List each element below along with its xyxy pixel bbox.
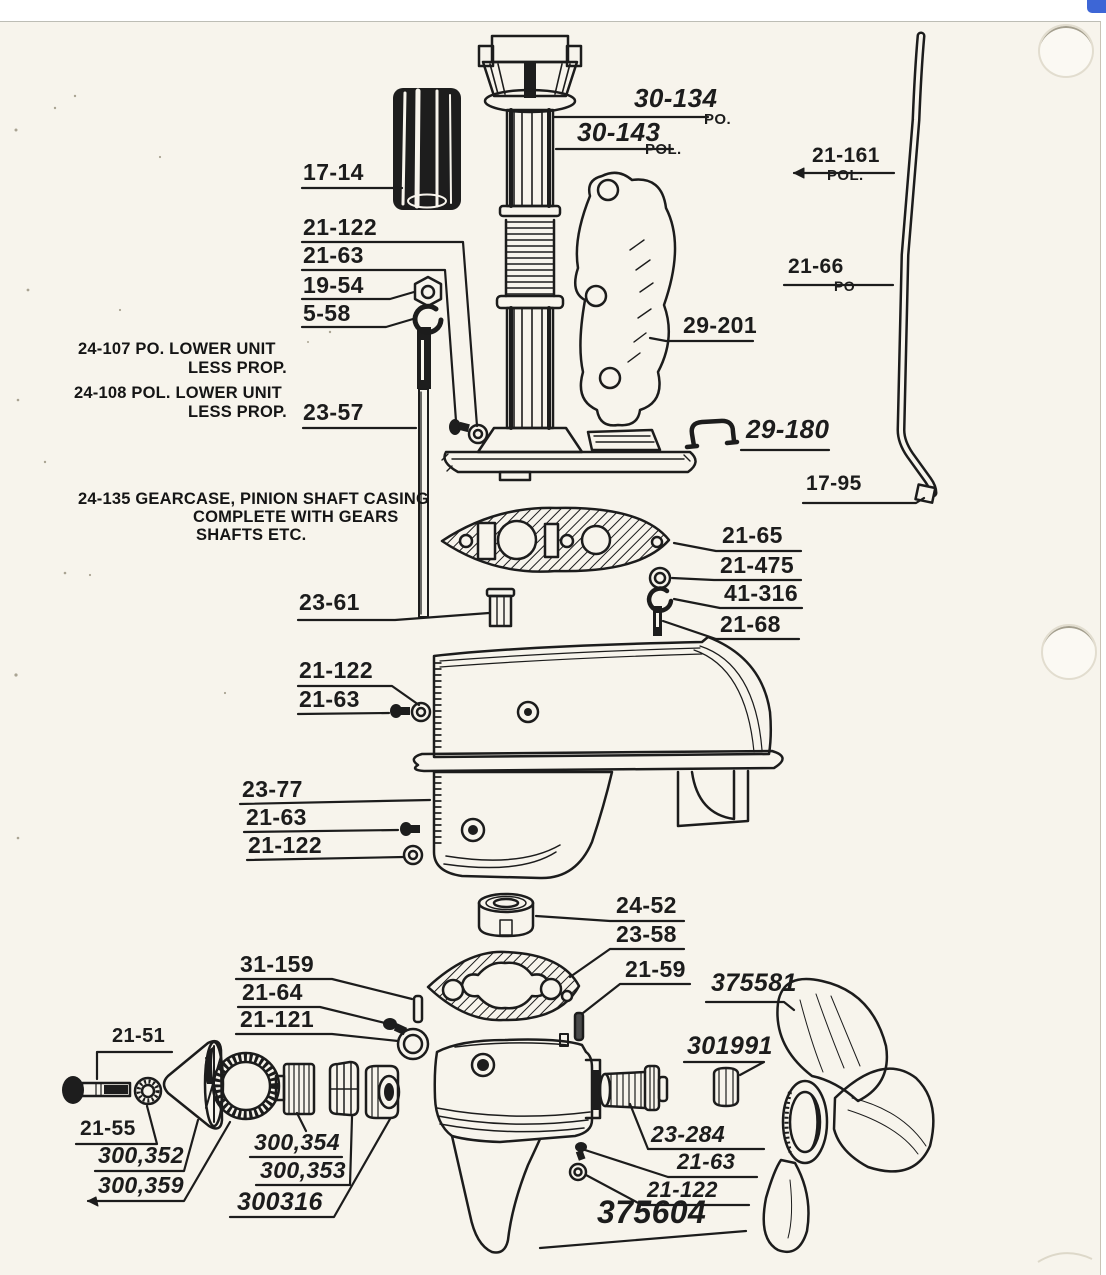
part-label: 375604 <box>597 1194 707 1230</box>
scan-speckles <box>14 94 1093 1263</box>
part-label: 301991 <box>687 1032 773 1060</box>
part-label: 5-58 <box>303 300 351 326</box>
screw-washer-mid <box>390 701 432 723</box>
nut-washer-pin-stack <box>646 566 674 636</box>
screw-and-washer-top <box>449 419 489 445</box>
part-label: 23-284 <box>651 1121 726 1147</box>
retainer-clip-icon <box>684 418 740 450</box>
gasket-upper <box>440 506 671 573</box>
part-label: 21-63 <box>303 242 364 268</box>
part-label: 29-201 <box>683 312 758 338</box>
screw-washer-lower <box>400 822 424 866</box>
part-label: 300,354 <box>254 1129 340 1155</box>
part-label: 41-316 <box>724 580 799 606</box>
part-label: 21-59 <box>625 956 686 982</box>
part-label: POL. <box>827 167 864 184</box>
exhaust-housing <box>412 635 784 880</box>
prop-shaft <box>598 1064 669 1112</box>
muffler-cylinder <box>393 88 461 210</box>
part-label: POL. <box>645 141 682 158</box>
propeller <box>762 977 935 1254</box>
part-label: 21-122 <box>299 657 374 683</box>
part-label: 375581 <box>711 969 797 997</box>
part-label: 19-54 <box>303 272 364 298</box>
part-label: 23-57 <box>303 399 364 425</box>
cam-bracket <box>573 171 677 427</box>
part-label: 21-66 <box>788 255 844 278</box>
part-label: 23-77 <box>242 776 303 802</box>
part-label: 23-61 <box>299 589 360 615</box>
part-label: 21-122 <box>647 1177 718 1202</box>
part-label: 300,359 <box>98 1172 184 1198</box>
note-line: 24-135 GEARCASE, PINION SHAFT CASING <box>78 490 430 508</box>
part-label: 300,352 <box>98 1142 184 1168</box>
part-label: PO. <box>704 111 732 128</box>
part-label: 21-161 <box>812 144 880 167</box>
note-line: LESS PROP. <box>188 359 287 377</box>
washer-21-121 <box>396 1027 430 1061</box>
gearcase-lower <box>433 1033 602 1254</box>
part-label: 21-68 <box>720 611 781 637</box>
prop-nut-assembly <box>62 1039 401 1130</box>
punch-hole-icon <box>1038 24 1094 78</box>
part-label: PO <box>834 278 856 294</box>
part-label: 21-121 <box>240 1006 315 1032</box>
drive-shaft-casing <box>441 34 697 482</box>
part-label: 30-134 <box>634 83 718 113</box>
pinion-shaft <box>417 327 431 618</box>
nut-and-split-ring <box>412 275 444 335</box>
dowel-pin-31-159 <box>412 994 424 1024</box>
note-line: 24-108 POL. LOWER UNIT <box>74 384 282 402</box>
part-label: 300,353 <box>260 1157 346 1183</box>
note-line: SHAFTS ETC. <box>196 526 307 544</box>
punch-hole-icon <box>1041 624 1097 680</box>
note-line: LESS PROP. <box>188 403 287 421</box>
part-label: 29-180 <box>746 414 830 444</box>
screw-washer-bottom <box>568 1142 588 1182</box>
callout-lines <box>74 115 926 1250</box>
lock-ring <box>712 1066 740 1108</box>
bushing-sleeve <box>485 587 516 628</box>
part-label: 21-122 <box>248 832 323 858</box>
part-label: 21-63 <box>246 804 307 830</box>
part-label: 300316 <box>237 1188 323 1216</box>
part-label: 21-122 <box>303 214 378 240</box>
ball-bearing <box>477 892 535 938</box>
part-label: 21-55 <box>80 1117 136 1140</box>
note-line: COMPLETE WITH GEARS <box>193 508 399 526</box>
part-label: 30-143 <box>577 117 661 147</box>
corner-accent-icon <box>1087 0 1106 13</box>
part-label: 21-475 <box>720 552 795 578</box>
part-label: 21-64 <box>242 979 303 1005</box>
gasket-lower <box>426 950 581 1022</box>
part-label: 21-65 <box>722 522 783 548</box>
dowel-pin-21-59 <box>573 1011 585 1042</box>
note-line: 24-107 PO. LOWER UNIT <box>78 340 276 358</box>
part-label: 23-58 <box>616 921 677 947</box>
part-label: 31-159 <box>240 951 315 977</box>
part-label: 21-63 <box>677 1149 736 1174</box>
part-label: 17-95 <box>806 472 862 495</box>
part-label: 21-63 <box>299 686 360 712</box>
steering-rod <box>896 31 938 504</box>
part-label: 21-51 <box>112 1025 166 1047</box>
part-label: 24-52 <box>616 892 677 918</box>
part-label: 17-14 <box>303 159 364 185</box>
